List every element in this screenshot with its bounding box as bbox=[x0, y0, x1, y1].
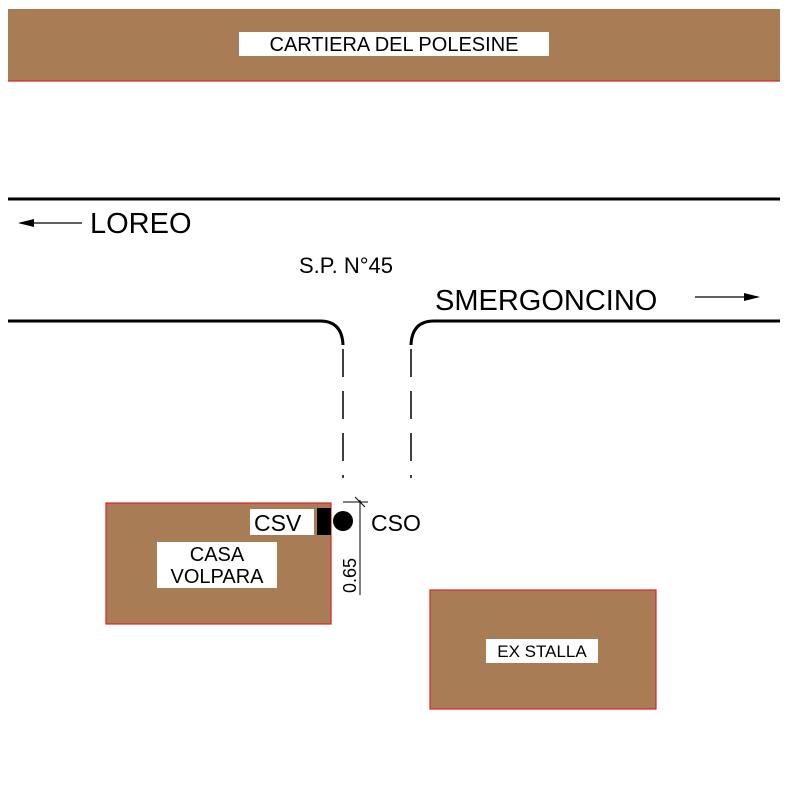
dimension-value: 0.65 bbox=[340, 558, 360, 593]
road-label-smergoncino: SMERGONCINO bbox=[435, 285, 657, 317]
point-csv-marker bbox=[317, 508, 331, 535]
road-sp45 bbox=[8, 197, 780, 346]
building-ex-stalla: EX STALLA bbox=[429, 589, 657, 710]
point-csv-label-bg bbox=[250, 509, 314, 535]
point-csv-label: CSV bbox=[254, 510, 302, 536]
point-cso: CSO bbox=[333, 510, 421, 536]
building-casa-volpara-label-bg bbox=[157, 542, 277, 588]
side-access bbox=[342, 349, 412, 478]
dimension-tick bbox=[354, 496, 366, 508]
dimension-065 bbox=[343, 496, 368, 595]
road-south-edge-east bbox=[409, 319, 780, 346]
building-casa-volpara-label-line2: VOLPARA bbox=[171, 566, 265, 588]
building-casa-volpara-label-line1: CASA bbox=[190, 544, 245, 566]
building-ex-stalla-label-bg bbox=[486, 639, 598, 663]
building-cartiera: CARTIERA DEL POLESINE bbox=[8, 9, 780, 82]
point-cso-label: CSO bbox=[371, 510, 421, 536]
building-cartiera-label-bg bbox=[239, 32, 549, 56]
arrow-west-icon bbox=[18, 219, 82, 227]
road-name-label: S.P. N°45 bbox=[299, 253, 393, 278]
building-ex-stalla-label: EX STALLA bbox=[497, 642, 587, 661]
road-label-loreo: LOREO bbox=[90, 208, 192, 240]
point-csv: CSV bbox=[250, 508, 331, 536]
point-cso-marker bbox=[333, 511, 353, 531]
road-south-edge-west bbox=[8, 319, 345, 346]
building-cartiera-label: CARTIERA DEL POLESINE bbox=[270, 34, 519, 56]
arrow-east-icon bbox=[695, 293, 760, 301]
